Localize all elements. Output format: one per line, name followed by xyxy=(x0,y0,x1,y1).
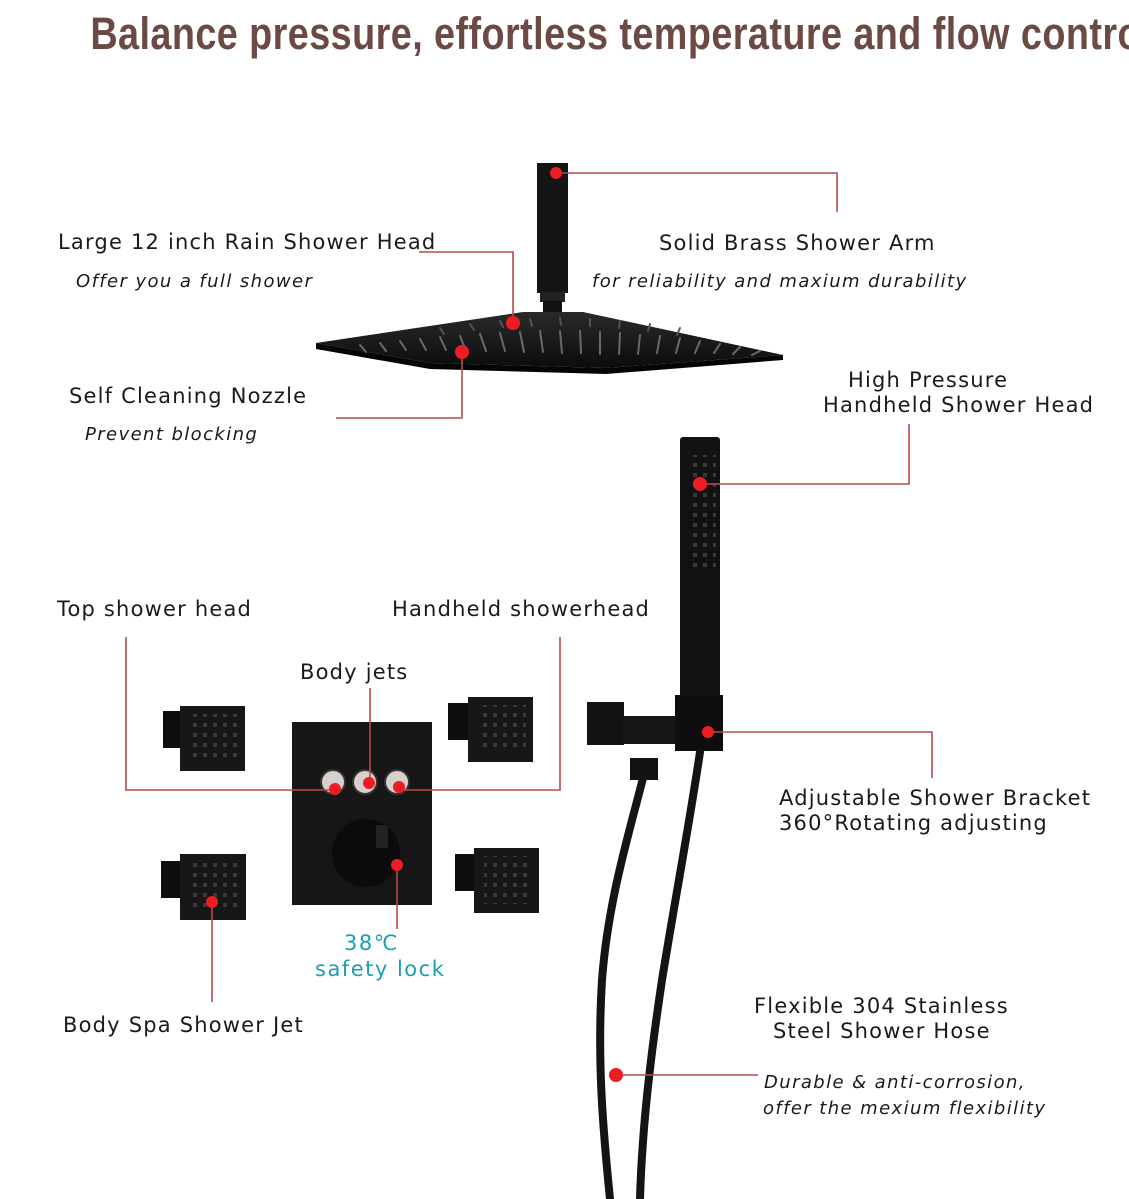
hose-label-line2: Steel Shower Hose xyxy=(773,1019,991,1043)
safety-lock-label: safety lock xyxy=(315,957,446,981)
body-jet-bottom-right xyxy=(455,848,539,913)
hose-note-line2: offer the mexium flexibility xyxy=(763,1098,1047,1119)
shower-arm-note: for reliability and maxium durability xyxy=(592,271,968,292)
body-jet-bottom-left xyxy=(161,854,246,920)
handheld-head-label-line1: High Pressure xyxy=(848,368,1009,392)
shower-hose xyxy=(596,748,704,1199)
page-title: Balance pressure, effortless temperature… xyxy=(90,8,1129,59)
body-jet-top-left xyxy=(163,706,245,771)
shower-arm-label: Solid Brass Shower Arm xyxy=(659,231,936,255)
body-jet-top-right xyxy=(448,697,533,762)
handheld-shower-head xyxy=(680,437,720,699)
body-jets-label: Body jets xyxy=(300,660,409,684)
hose-note-line1: Durable & anti-corrosion, xyxy=(764,1072,1026,1093)
safety-temp-label: 38℃ xyxy=(344,931,399,955)
control-valve xyxy=(292,722,432,905)
shower-arm xyxy=(537,163,568,315)
rain-head-note: Offer you a full shower xyxy=(76,271,314,292)
leader-lines xyxy=(125,172,933,1076)
callout-markers xyxy=(206,167,714,1082)
handheld-showerhead-label: Handheld showerhead xyxy=(392,597,651,621)
handheld-head-label-line2: Handheld Shower Head xyxy=(823,393,1095,417)
nozzle-note: Prevent blocking xyxy=(85,424,259,445)
rain-head-label: Large 12 inch Rain Shower Head xyxy=(58,230,437,254)
bracket-label-line2: 360°Rotating adjusting xyxy=(779,811,1048,835)
hose-label-line1: Flexible 304 Stainless xyxy=(754,994,1009,1018)
bracket-label-line1: Adjustable Shower Bracket xyxy=(779,786,1092,810)
body-spa-jet-label: Body Spa Shower Jet xyxy=(63,1013,304,1037)
rain-shower-head xyxy=(316,312,783,374)
nozzle-label: Self Cleaning Nozzle xyxy=(69,384,308,408)
top-shower-head-label: Top shower head xyxy=(57,597,253,621)
shower-bracket xyxy=(587,695,723,780)
